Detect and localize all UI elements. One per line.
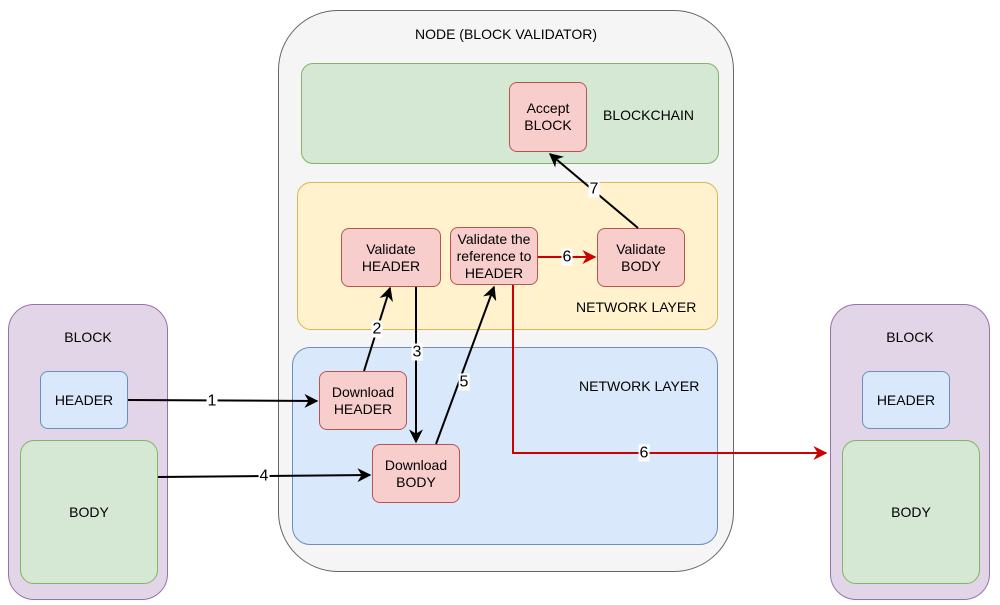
network-layer-lower-label: NETWORK LAYER — [579, 378, 700, 394]
validate-reference-line-3: HEADER — [464, 264, 524, 281]
edge-label-7: 7 — [588, 180, 600, 198]
right-block-header: HEADER — [862, 371, 950, 429]
accept-block-line-1: Accept — [526, 100, 570, 116]
download-header-line-2: HEADER — [333, 400, 393, 417]
right-block-body: BODY — [842, 440, 980, 584]
download-body-line-1: Download — [384, 456, 448, 473]
edge-1 — [127, 393, 319, 408]
edge-label-6b: 6 — [638, 444, 650, 462]
left-block-body-label: BODY — [69, 504, 109, 520]
edge-label-1: 1 — [206, 392, 218, 410]
left-block-header: HEADER — [40, 371, 128, 429]
right-block-header-label: HEADER — [876, 392, 936, 408]
download-body-line-2: BODY — [396, 473, 436, 490]
validate-header-line-1: Validate — [366, 240, 416, 257]
download-header-step: Download HEADER — [319, 371, 407, 430]
edge-label-5: 5 — [458, 373, 470, 391]
validate-body-line-1: Validate — [616, 240, 666, 257]
validate-header-step: Validate HEADER — [341, 228, 441, 287]
edge-label-3: 3 — [411, 343, 423, 361]
blockchain-layer-label: BLOCKCHAIN — [603, 107, 695, 123]
edge-label-2: 2 — [371, 320, 383, 338]
edge-5 — [435, 285, 497, 445]
validate-body-step: Validate BODY — [597, 228, 685, 287]
validate-body-line-2: BODY — [621, 257, 661, 274]
left-block-title: BLOCK — [64, 329, 112, 345]
validate-reference-line-2: reference to — [456, 247, 532, 264]
right-block-title: BLOCK — [886, 329, 934, 345]
download-header-line-1: Download — [331, 383, 395, 400]
edge-label-4: 4 — [258, 467, 270, 485]
left-block-header-label: HEADER — [54, 392, 114, 408]
edge-6b — [512, 285, 828, 460]
accept-block-step: Accept BLOCK — [509, 82, 587, 152]
edge-label-6a: 6 — [561, 248, 573, 266]
network-layer-upper-label: NETWORK LAYER — [576, 299, 697, 315]
right-block-body-label: BODY — [891, 504, 931, 520]
node-title: NODE (BLOCK VALIDATOR) — [414, 26, 598, 42]
accept-block-line-2: BLOCK — [524, 117, 572, 133]
left-block-body: BODY — [20, 440, 158, 584]
validate-reference-step: Validate the reference to HEADER — [450, 227, 538, 285]
validate-header-line-2: HEADER — [361, 257, 421, 274]
validate-reference-line-1: Validate the — [457, 230, 531, 247]
download-body-step: Download BODY — [372, 444, 460, 503]
